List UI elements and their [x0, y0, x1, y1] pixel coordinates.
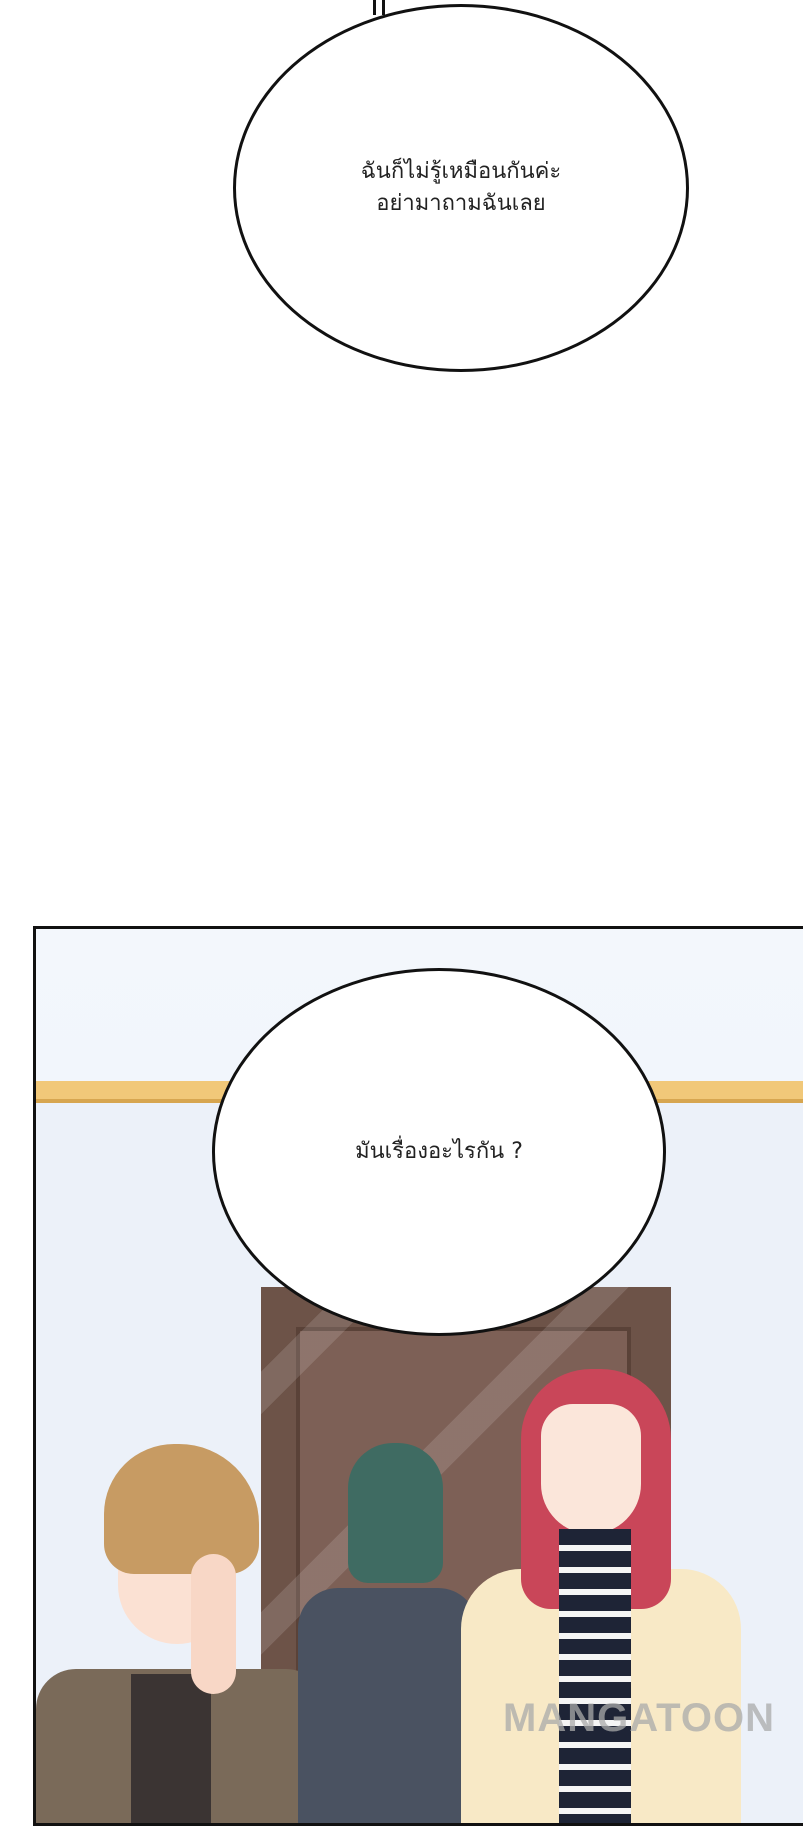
face — [541, 1404, 641, 1534]
watermark-logo: MANGATOON — [503, 1696, 775, 1740]
character-woman-right — [461, 1369, 761, 1823]
striped-neck — [559, 1529, 631, 1639]
speech-bubble-text: มันเรื่องอะไรกัน ? — [355, 1139, 523, 1165]
speech-bubble-top: ฉันก็ไม่รู้เหมือนกันค่ะ อย่ามาถามฉันเลย — [233, 0, 689, 372]
character-man-left — [36, 1444, 336, 1823]
dark-jacket — [298, 1588, 478, 1823]
hand — [191, 1554, 236, 1694]
speech-bubble-panel: มันเรื่องอะไรกัน ? — [212, 968, 666, 1336]
speech-bubble-text: ฉันก็ไม่รู้เหมือนกันค่ะ อย่ามาถามฉันเลย — [360, 159, 562, 216]
green-hair — [348, 1443, 443, 1583]
bubble-tail — [373, 0, 385, 15]
character-back-view — [298, 1443, 478, 1823]
shirt — [131, 1674, 211, 1823]
blond-hair — [104, 1444, 259, 1574]
